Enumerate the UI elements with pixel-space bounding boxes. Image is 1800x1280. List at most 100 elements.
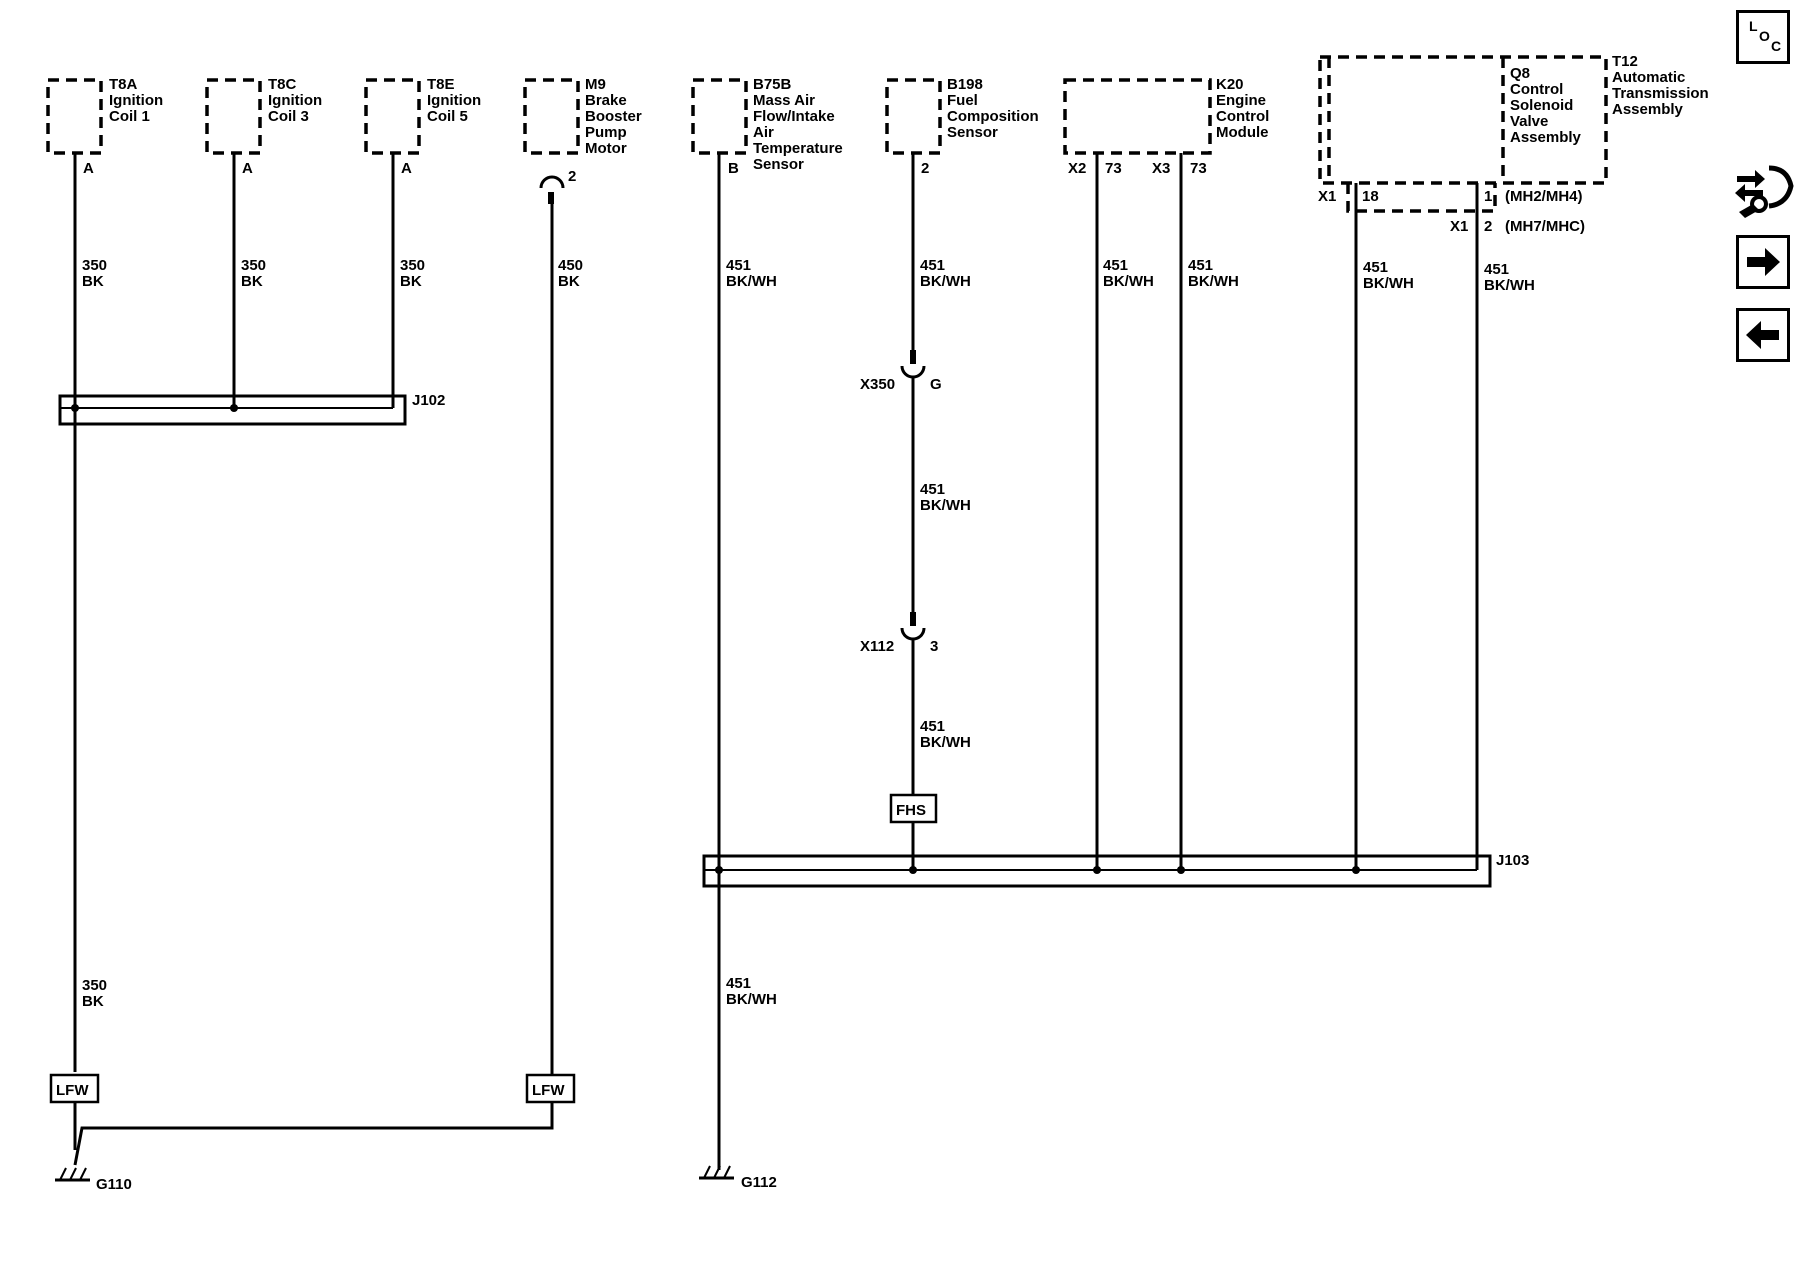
diagram-label: Pump <box>585 124 627 141</box>
diagram-label: K20 <box>1216 76 1244 93</box>
diagram-stroke <box>230 404 238 412</box>
diagram-label: Transmission <box>1612 85 1709 102</box>
diagram-stroke <box>69 1167 77 1181</box>
diagram-label: T12 <box>1612 53 1638 70</box>
wire-color-350-5: BK <box>400 273 422 290</box>
connector-wrench-icon <box>1735 165 1794 218</box>
component-t8e[interactable]: T8E Ignition Coil 5 <box>364 76 481 155</box>
diagram-label: LFW <box>56 1082 89 1099</box>
ground-g112: G112 <box>699 1165 777 1191</box>
diagram-stroke <box>1352 866 1360 874</box>
diagram-stroke <box>1093 866 1101 874</box>
diagram-label: Composition <box>947 108 1039 125</box>
diagram-stroke <box>691 78 748 155</box>
label-lfw-right: LFW <box>525 1073 576 1104</box>
diagram-label: Ignition <box>268 92 322 109</box>
wire-color-450: BK <box>558 273 580 290</box>
wire-label-451-k20-x2: 451 <box>1103 257 1128 274</box>
diagram-label: Air <box>753 124 774 141</box>
wire-color-451-b198-a: BK/WH <box>920 273 971 290</box>
connector-wrench-button[interactable] <box>1733 160 1797 220</box>
label-lfw-left: LFW <box>49 1073 100 1104</box>
diagram-label: Temperature <box>753 140 843 157</box>
diagram-label: T8E <box>427 76 455 93</box>
diagram-label: Ignition <box>109 92 163 109</box>
arrow-left-icon <box>1746 321 1779 349</box>
wire-label-451-main: 451 <box>726 975 751 992</box>
wire-color-451-k20-x2: BK/WH <box>1103 273 1154 290</box>
diagram-stroke <box>79 1167 87 1181</box>
diagram-stroke <box>49 1073 100 1104</box>
diagram-stroke <box>364 78 421 155</box>
wire-color-451-b198-c: BK/WH <box>920 734 971 751</box>
diagram-label: Coil 1 <box>109 108 150 125</box>
wire-label-451-b198-c: 451 <box>920 718 945 735</box>
wire-color-451-b75b: BK/WH <box>726 273 777 290</box>
diagram-label: M9 <box>585 76 606 93</box>
wire-color-451-q8-18: BK/WH <box>1363 275 1414 292</box>
next-page-button[interactable] <box>1736 235 1790 289</box>
diagram-label: Motor <box>585 140 627 157</box>
diagram-label: Assembly <box>1510 129 1582 146</box>
pin-q8-option: (MH2/MH4) <box>1505 188 1583 205</box>
component-m9[interactable]: M9 Brake Booster Pump Motor <box>523 76 642 157</box>
component-t8c[interactable]: T8C Ignition Coil 3 <box>205 76 322 155</box>
component-q8[interactable]: Q8 Control Solenoid Valve Assembly <box>1501 57 1582 183</box>
diagram-stroke <box>59 1167 67 1181</box>
component-k20[interactable]: K20 Engine Control Module <box>1063 76 1269 155</box>
wire-color-451-b198-b: BK/WH <box>920 497 971 514</box>
wire-label-350-main: 350 <box>82 977 107 994</box>
wire-color-451-k20-x3: BK/WH <box>1188 273 1239 290</box>
diagram-stroke <box>58 394 407 426</box>
diagram-label: Brake <box>585 92 627 109</box>
diagram-stroke <box>723 1165 731 1179</box>
pin-t12-x1-conn: X1 <box>1450 218 1468 235</box>
diagram-stroke <box>885 78 942 155</box>
wire-label-451-q8-18: 451 <box>1363 259 1388 276</box>
component-t12[interactable]: T12 Automatic Transmission Assembly <box>1318 53 1709 185</box>
connector-x112[interactable]: X112 3 <box>860 612 938 655</box>
diagram-stroke <box>525 1073 576 1104</box>
diagram-stroke <box>523 78 580 155</box>
label-fhs: FHS <box>889 793 938 824</box>
diagram-label: Valve <box>1510 113 1548 130</box>
component-t8a[interactable]: T8A Ignition Coil 1 <box>46 76 163 155</box>
diagram-stroke <box>909 866 917 874</box>
diagram-label: B198 <box>947 76 983 93</box>
diagram-label: J102 <box>412 392 445 409</box>
diagram-label: B75B <box>753 76 792 93</box>
pin-t12-2: 2 <box>1484 218 1492 235</box>
connector-x350[interactable]: X350 G <box>860 350 942 393</box>
diagram-stroke <box>1346 183 1497 213</box>
location-icon: L O C <box>1749 18 1781 54</box>
diagram-label: J103 <box>1496 852 1529 869</box>
diagram-label: Control <box>1510 81 1563 98</box>
diagram-label: Booster <box>585 108 642 125</box>
pin-b75b: B <box>728 160 739 177</box>
connector-m9-pin2 <box>539 175 565 204</box>
wire-label-451-b198-b: 451 <box>920 481 945 498</box>
diagram-label: T8C <box>268 76 297 93</box>
wire-color-451-main: BK/WH <box>726 991 777 1008</box>
diagram-label: G110 <box>96 1176 132 1193</box>
wire-label-451-k20-x3: 451 <box>1188 257 1213 274</box>
splice-pack-j103[interactable]: J103 <box>702 852 1529 888</box>
location-button[interactable]: L O C <box>1736 10 1790 64</box>
diagram-label: X350 <box>860 376 895 393</box>
component-b75b[interactable]: B75B Mass Air Flow/Intake Air Temperatur… <box>691 76 843 173</box>
previous-page-button[interactable] <box>1736 308 1790 362</box>
diagram-stroke <box>1177 866 1185 874</box>
splice-pack-j102[interactable]: J102 <box>58 392 445 426</box>
diagram-label: Q8 <box>1510 65 1530 82</box>
diagram-label: Engine <box>1216 92 1266 109</box>
diagram-label: G <box>930 376 942 393</box>
svg-text:C: C <box>1771 38 1781 54</box>
component-b198[interactable]: B198 Fuel Composition Sensor <box>885 76 1039 155</box>
diagram-stroke <box>889 793 938 824</box>
diagram-stroke <box>46 78 103 155</box>
pin-q8-x1-conn: X1 <box>1318 188 1336 205</box>
diagram-label: Sensor <box>753 156 804 173</box>
diagram-stroke <box>1063 78 1212 155</box>
pin-t12-option: (MH7/MHC) <box>1505 218 1585 235</box>
